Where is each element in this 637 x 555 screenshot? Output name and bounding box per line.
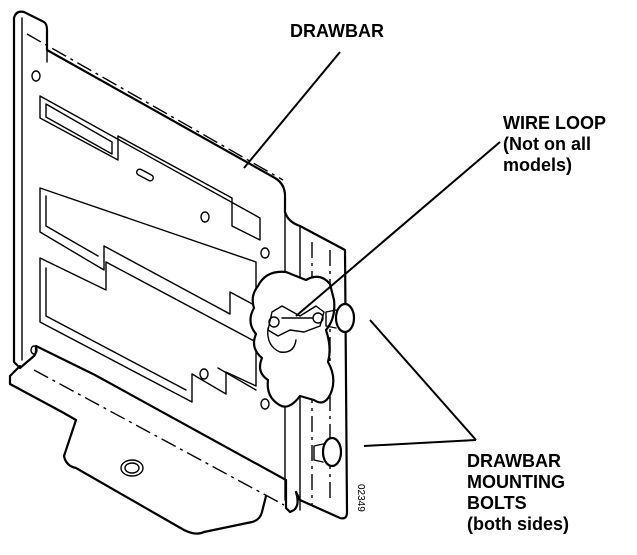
slots bbox=[39, 95, 261, 403]
mounting-holes bbox=[30, 70, 270, 410]
wire-loop-label-line: (Not on all bbox=[503, 134, 591, 154]
mounting-bolts-label-line: (both sides) bbox=[467, 514, 569, 534]
figure-number: 02349 bbox=[355, 484, 366, 512]
wire-loop-label: WIRE LOOP (Not on all models) bbox=[503, 113, 606, 176]
mounting-bolts-label-line: DRAWBAR bbox=[467, 451, 561, 471]
leader-lines bbox=[243, 51, 501, 447]
foot-tab bbox=[8, 364, 268, 535]
wire-loop-label-line: models) bbox=[503, 155, 573, 175]
mounting-bolts-label-line: BOLTS bbox=[467, 493, 527, 513]
drawbar-plate bbox=[12, 10, 349, 520]
bolt-leader-upper bbox=[369, 319, 477, 441]
wire-loop-label-line: WIRE LOOP bbox=[503, 113, 606, 133]
mounting-bolts bbox=[313, 302, 356, 468]
mounting-bolts-label: DRAWBAR MOUNTING BOLTS (both sides) bbox=[467, 451, 569, 535]
drawbar-label: DRAWBAR bbox=[290, 21, 384, 41]
bolt-leader-lower bbox=[363, 439, 477, 447]
drawbar-leader bbox=[243, 51, 341, 169]
wire-loop-leader bbox=[295, 141, 501, 317]
mounting-bolts-label-line: MOUNTING bbox=[467, 472, 565, 492]
cutaway bbox=[249, 270, 336, 408]
